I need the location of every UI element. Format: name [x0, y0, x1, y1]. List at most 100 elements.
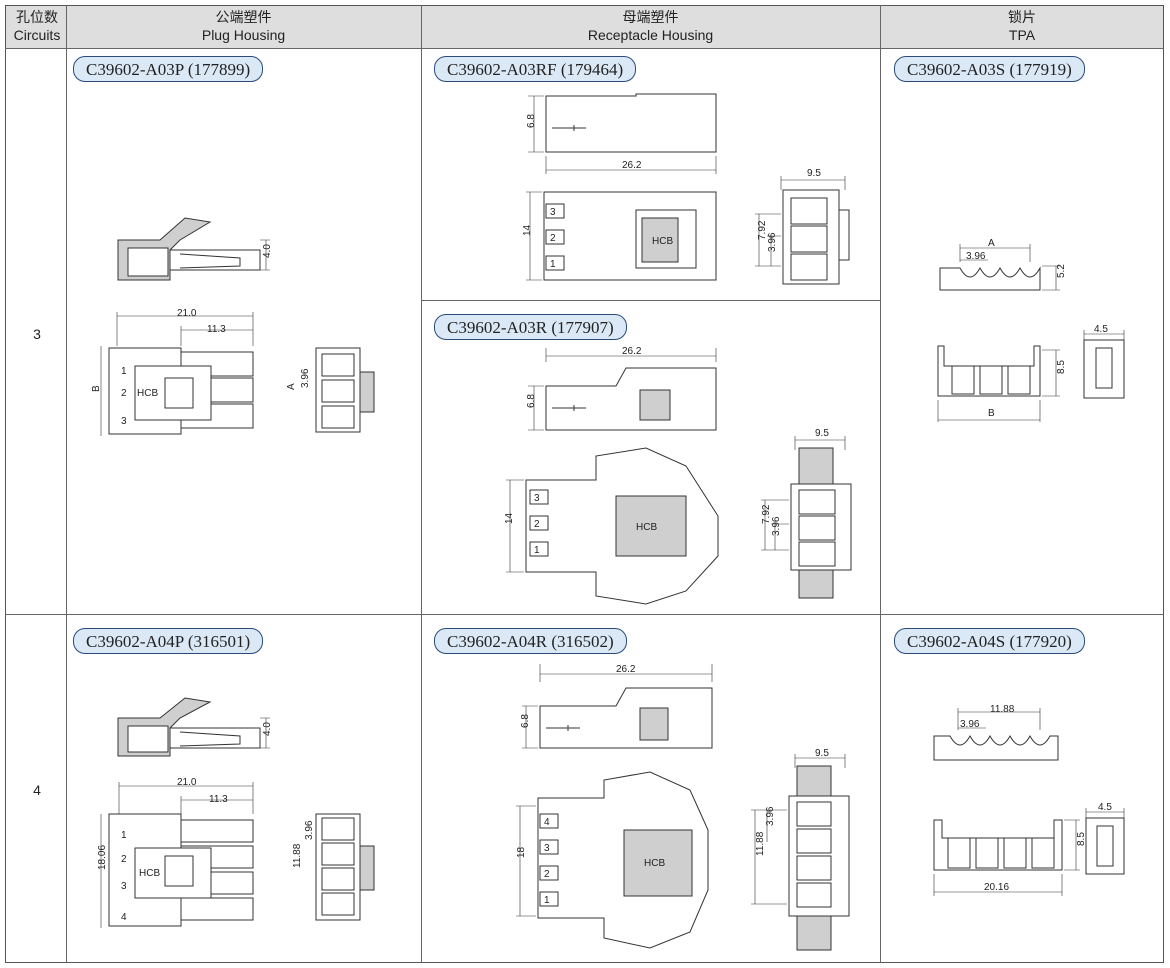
receptacle-4r-side-drawing: 26.2 6.8 — [520, 664, 713, 749]
pin-number: 4 — [544, 817, 550, 828]
dimension-label: 11.3 — [207, 324, 226, 335]
hcb-logo-text: HCB — [137, 388, 158, 399]
hcb-logo-text: HCB — [644, 858, 665, 869]
part-number-badge: C39602-A04P (316501) — [73, 628, 264, 654]
tpa-side-drawing: 11.88 3.96 — [933, 704, 1059, 761]
column-divider — [880, 5, 881, 963]
part-number-badge: C39602-A04S (177920) — [894, 628, 1085, 654]
part-number-badge: C39602-A03RF (179464) — [434, 56, 637, 82]
receptacle-rf-side-drawing: 6.8 26.2 — [526, 93, 717, 174]
pin-number: 2 — [544, 869, 550, 880]
header-tpa-en: TPA — [1008, 27, 1036, 43]
part-number-badge: C39602-A03P (177899) — [73, 56, 264, 82]
dimension-label: 6.8 — [520, 714, 531, 728]
part-number-badge: C39602-A03R (177907) — [434, 314, 627, 340]
header-circuits-cn: 孔位数 — [16, 9, 58, 25]
cell-divider — [421, 300, 880, 301]
part-number-badge: C39602-A03S (177919) — [894, 56, 1085, 82]
dimension-label: 5.2 — [1056, 264, 1067, 278]
dimension-label: 4.0 — [262, 244, 273, 258]
table-frame — [5, 5, 1164, 963]
dimension-label: 18.06 — [97, 845, 108, 870]
header-receptacle-cn: 母端塑件 — [622, 9, 679, 25]
dimension-label: 3.96 — [771, 516, 782, 536]
pin-number: 1 — [121, 366, 127, 377]
plug-housing-top-drawing: 21.0 11.3 B 1 2 3 HCB — [91, 308, 254, 436]
dimension-label: 6.8 — [526, 394, 537, 408]
hcb-logo-text: HCB — [139, 868, 160, 879]
dimension-label: 11.88 — [755, 831, 766, 856]
dimension-label: B — [988, 408, 995, 419]
dimension-label: 4.0 — [262, 722, 273, 736]
pin-number: 2 — [534, 519, 540, 530]
receptacle-r-side-drawing: 26.2 6.8 — [526, 346, 717, 431]
row-divider — [5, 614, 1164, 615]
plug-housing-side-section-drawing: 4.0 — [117, 697, 273, 757]
header-divider — [5, 48, 1164, 49]
dimension-label: 8.5 — [1076, 832, 1087, 846]
dimension-label: 21.0 — [177, 308, 197, 319]
header-plug: 公端塑件 Plug Housing — [66, 8, 421, 44]
dimension-label: 14 — [504, 512, 515, 524]
dimension-label: 3.96 — [300, 368, 311, 388]
dimension-label: 9.5 — [815, 428, 829, 439]
dimension-label: B — [91, 385, 102, 392]
plug-housing-side-section-drawing: 4.0 — [117, 217, 273, 281]
pin-number: 3 — [544, 843, 550, 854]
column-divider — [421, 5, 422, 963]
dimension-label: A — [988, 238, 995, 249]
dimension-label: 6.8 — [526, 114, 537, 128]
tpa-end-drawing: 4.5 — [1083, 324, 1125, 399]
hcb-logo-text: HCB — [652, 236, 673, 247]
header-receptacle: 母端塑件 Receptacle Housing — [421, 8, 880, 44]
tpa-end-drawing: 4.5 — [1085, 802, 1125, 875]
dimension-label: 3.96 — [304, 820, 315, 840]
circuits-count: 4 — [33, 782, 41, 798]
receptacle-4r-front-drawing: 9.5 11.88 3.96 — [751, 748, 850, 951]
dimension-label: 3.96 — [765, 806, 776, 826]
dimension-label: 26.2 — [622, 346, 642, 357]
dimension-label: 8.5 — [1056, 360, 1067, 374]
pin-number: 2 — [550, 233, 556, 244]
header-circuits-en: Circuits — [13, 27, 61, 43]
pin-number: 2 — [121, 388, 127, 399]
dimension-label: A — [286, 383, 297, 390]
plug-housing-front-drawing: A 3.96 — [286, 347, 375, 433]
pin-number: 1 — [550, 259, 556, 270]
dimension-label: 9.5 — [815, 748, 829, 759]
pin-number: 3 — [534, 493, 540, 504]
pin-number: 3 — [550, 207, 556, 218]
part-number-badge: C39602-A04R (316502) — [434, 628, 627, 654]
dimension-label: 4.5 — [1094, 324, 1108, 335]
tpa-top-drawing: 8.5 20.16 — [933, 819, 1087, 896]
receptacle-rf-top-drawing: 3 2 1 HCB 14 — [522, 191, 717, 281]
dimension-label: 11.88 — [990, 704, 1015, 715]
circuits-count: 3 — [33, 326, 41, 342]
dimension-label: 4.5 — [1098, 802, 1112, 813]
header-receptacle-en: Receptacle Housing — [587, 27, 714, 43]
plug-housing-front-drawing: 11.88 3.96 — [292, 813, 375, 921]
pin-number: 1 — [544, 895, 550, 906]
dimension-label: 21.0 — [177, 777, 197, 788]
column-divider — [66, 5, 67, 963]
header-circuits: 孔位数 Circuits — [7, 8, 67, 44]
dimension-label: 3.96 — [966, 251, 986, 262]
tpa-top-drawing: 8.5 B — [937, 345, 1067, 422]
dimension-label: 18 — [516, 846, 527, 858]
dimension-label: 11.88 — [292, 843, 303, 868]
dimension-label: 3.96 — [960, 719, 980, 730]
plug-housing-top-drawing: 21.0 11.3 18.06 1 2 3 4 HCB — [97, 777, 254, 928]
dimension-label: 14 — [522, 224, 533, 236]
header-background — [6, 6, 1163, 48]
dimension-label: 9.5 — [807, 168, 821, 179]
receptacle-r-top-drawing: 3 2 1 HCB 14 — [504, 447, 719, 605]
pin-number: 2 — [121, 854, 127, 865]
dimension-label: 11.3 — [209, 794, 228, 805]
dimension-label: 7.92 — [757, 220, 768, 240]
receptacle-4r-top-drawing: 4 3 2 1 HCB 18 — [516, 771, 709, 949]
pin-number: 4 — [121, 912, 127, 923]
dimension-label: 26.2 — [616, 664, 636, 675]
hcb-logo-text: HCB — [636, 522, 657, 533]
header-tpa: 锁片 TPA — [880, 8, 1164, 44]
pin-number: 3 — [121, 881, 127, 892]
